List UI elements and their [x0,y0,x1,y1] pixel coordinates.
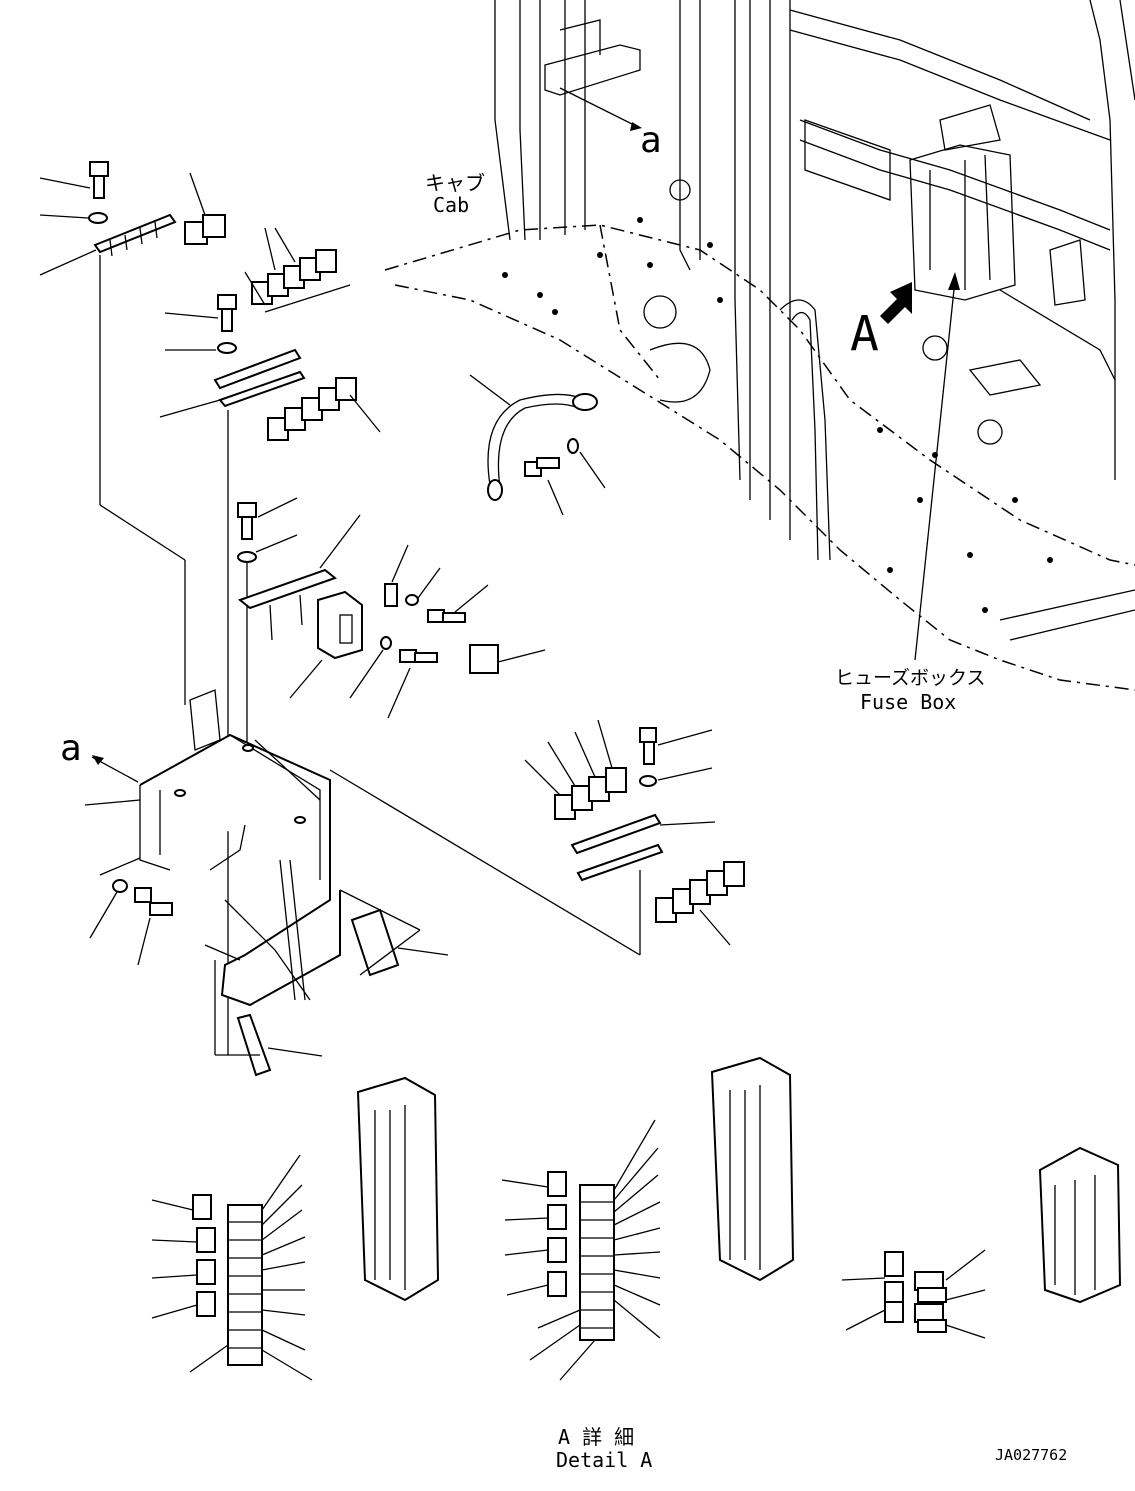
right-relay-assembly [524,719,745,955]
cab-structure [384,0,1135,691]
view-a-arrow-icon [880,282,912,324]
fuse-box-label-en: Fuse Box [860,690,956,714]
ref-a-top-label: a [640,120,662,161]
detail-a-title-jp: A 詳 細 [558,1425,634,1449]
ref-a-left-label: a [60,728,82,769]
cab-label-jp: キャブ [425,171,485,195]
main-mount-bracket: a [60,689,641,1077]
cab-label-en: Cab [433,193,469,217]
relay-bracket-assembly [39,161,606,1055]
fuse-box-label-jp: ヒューズボックス [835,667,985,689]
detail-a-fuse-blocks [151,1056,1122,1381]
fuse-box-leader [914,279,956,661]
drawing-number: JA027762 [995,1446,1067,1464]
view-a-label: A [850,306,879,362]
detail-a-title-en: Detail A [556,1448,652,1472]
